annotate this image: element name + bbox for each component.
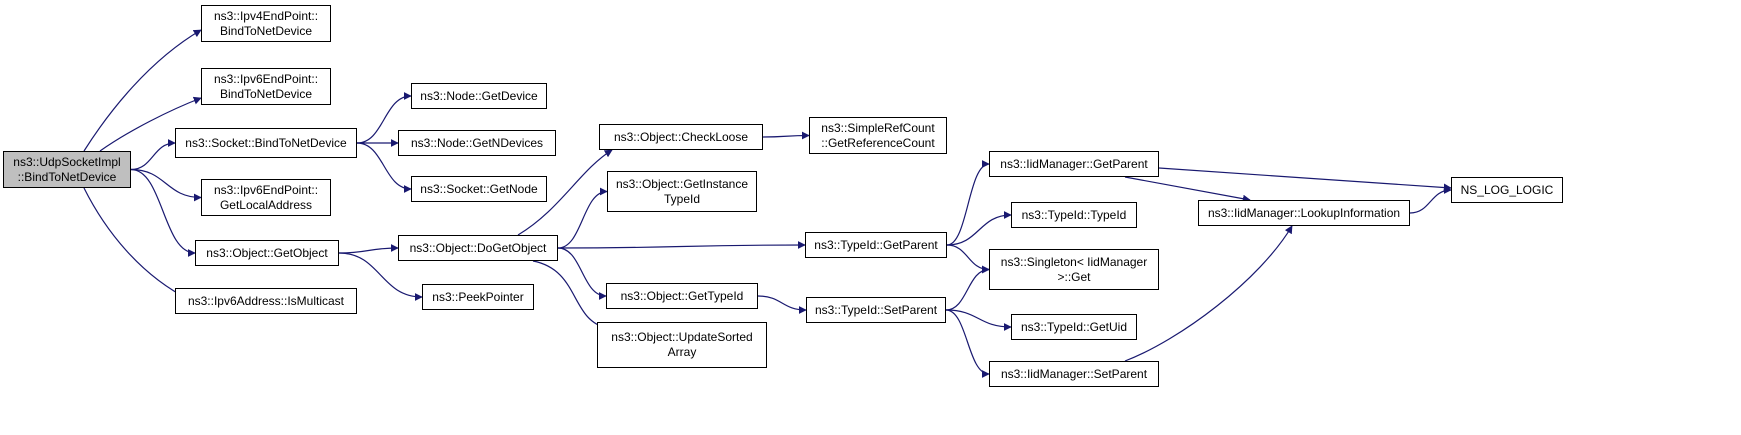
node-label-line: ns3::Singleton< IidManager (1000, 254, 1148, 269)
node-iid-setparent[interactable]: ns3::IidManager::SetParent (989, 361, 1159, 387)
node-label-line: Array (667, 345, 697, 359)
edge-object-dogetobject-to-typeid-getparent (557, 241, 806, 250)
node-ipv6ep-bind[interactable]: ns3::Ipv6EndPoint::BindToNetDevice (201, 68, 331, 105)
node-label-line: NS_LOG_LOGIC (1460, 182, 1554, 197)
node-udp: ns3::UdpSocketImpl::BindToNetDevice (3, 151, 131, 188)
node-label-line: ns3::Socket::BindToNetDevice (185, 135, 347, 150)
node-simplerefcount[interactable]: ns3::SimpleRefCount::GetReferenceCount (809, 117, 947, 154)
node-label-line: GetLocalAddress (219, 197, 313, 212)
edge-object-dogetobject-to-object-gettypeid (557, 247, 607, 300)
node-node-getdevice[interactable]: ns3::Node::GetDevice (411, 83, 547, 109)
edge-object-getobject-to-object-dogetobject (338, 244, 399, 254)
node-label-line: ns3::TypeId::GetUid (1020, 319, 1128, 334)
node-label-line: ns3::Object::CheckLoose (613, 129, 749, 144)
node-label-line: ns3::PeekPointer (432, 289, 524, 304)
node-label-line: ns3::IidManager::LookupInformation (1207, 205, 1401, 220)
edge-udp-to-socket-bind (130, 139, 176, 171)
node-label-line: BindToNetDevice (219, 86, 313, 101)
node-object-getobject[interactable]: ns3::Object::GetObject (195, 240, 339, 266)
edge-socket-bind-to-socket-getnode (356, 142, 412, 193)
node-label-line: ns3::UdpSocketImpl (13, 154, 121, 169)
node-object-dogetobject[interactable]: ns3::Object::DoGetObject (398, 235, 558, 261)
edge-typeid-getparent-to-singleton-get (946, 244, 990, 274)
node-ns-log-logic[interactable]: NS_LOG_LOGIC (1451, 177, 1563, 203)
node-socket-bind[interactable]: ns3::Socket::BindToNetDevice (175, 128, 357, 158)
node-label-line: ns3::Socket::GetNode (420, 181, 538, 196)
node-typeid-setparent[interactable]: ns3::TypeId::SetParent (806, 297, 946, 323)
node-object-checkloose[interactable]: ns3::Object::CheckLoose (599, 124, 763, 150)
edge-iid-getparent-to-ns-log-logic (1158, 167, 1452, 192)
edge-udp-to-ipv4ep-bind (83, 29, 202, 152)
edge-typeid-setparent-to-singleton-get (945, 265, 990, 311)
node-ipv6ep-local[interactable]: ns3::Ipv6EndPoint::GetLocalAddress (201, 179, 331, 216)
node-label-line: ns3::TypeId::TypeId (1021, 207, 1127, 222)
edge-iid-getparent-to-iid-lookup (1124, 176, 1251, 203)
edge-object-gettypeid-to-typeid-setparent (757, 295, 807, 314)
node-singleton-get[interactable]: ns3::Singleton< IidManager>::Get (989, 249, 1159, 290)
edge-socket-bind-to-node-getdevice (356, 92, 412, 144)
edge-object-getobject-to-peekpointer (338, 252, 423, 301)
node-ipv6addr-multicast[interactable]: ns3::Ipv6Address::IsMulticast (175, 288, 357, 314)
node-typeid-typeid[interactable]: ns3::TypeId::TypeId (1011, 202, 1137, 228)
node-label-line: BindToNetDevice (219, 23, 313, 38)
node-label-line: ns3::Ipv6EndPoint:: (213, 182, 319, 197)
node-typeid-getuid[interactable]: ns3::TypeId::GetUid (1011, 314, 1137, 340)
node-label-line: ns3::Object::GetTypeId (620, 288, 744, 303)
node-label-line: ns3::Ipv6EndPoint:: (213, 71, 319, 86)
node-label-line: ns3::Node::GetDevice (420, 88, 538, 103)
node-label-line: ns3::Object::GetObject (206, 245, 328, 260)
edge-object-dogetobject-to-object-checkloose (517, 149, 613, 236)
node-label-line: >::Get (1057, 269, 1091, 284)
node-label-line: ns3::Object::UpdateSorted (611, 330, 753, 344)
edge-udp-to-ipv6ep-bind (99, 96, 202, 152)
node-iid-lookup[interactable]: ns3::IidManager::LookupInformation (1198, 200, 1410, 226)
node-peekpointer[interactable]: ns3::PeekPointer (422, 284, 534, 310)
node-label-line: ::GetReferenceCount (821, 135, 935, 150)
edge-iid-lookup-to-ns-log-logic (1409, 186, 1452, 214)
node-node-getndevices[interactable]: ns3::Node::GetNDevices (398, 130, 556, 156)
edge-object-checkloose-to-simplerefcount (762, 131, 810, 140)
node-label-line: ns3::Node::GetNDevices (410, 135, 544, 150)
node-label-line: ns3::IidManager::SetParent (1000, 366, 1148, 381)
node-typeid-getparent[interactable]: ns3::TypeId::GetParent (805, 232, 947, 258)
node-label-line: ns3::Object::DoGetObject (409, 240, 547, 255)
node-iid-getparent[interactable]: ns3::IidManager::GetParent (989, 151, 1159, 177)
edge-object-dogetobject-to-object-updatesorted (532, 260, 608, 331)
node-object-gettypeid[interactable]: ns3::Object::GetTypeId (606, 283, 758, 309)
edge-iid-setparent-to-iid-lookup (1124, 225, 1293, 362)
edge-udp-to-ipv6addr-multicast (83, 187, 191, 301)
node-label-line: ns3::TypeId::SetParent (814, 302, 938, 317)
node-label-line: ns3::TypeId::GetParent (814, 237, 938, 252)
edge-typeid-setparent-to-iid-setparent (945, 309, 990, 378)
node-ipv4ep-bind[interactable]: ns3::Ipv4EndPoint::BindToNetDevice (201, 5, 331, 42)
edge-typeid-getparent-to-iid-getparent (946, 160, 990, 246)
edge-object-dogetobject-to-object-getinstancetypeid (557, 187, 608, 249)
edge-udp-to-ipv6ep-local (130, 168, 202, 202)
node-label-line: ns3::SimpleRefCount (821, 120, 935, 135)
node-label-line: TypeId (663, 191, 701, 206)
edge-udp-to-object-getobject (130, 168, 196, 257)
edge-typeid-getparent-to-typeid-typeid (946, 211, 1012, 246)
node-label-line: ns3::IidManager::GetParent (1000, 156, 1148, 171)
node-socket-getnode[interactable]: ns3::Socket::GetNode (411, 176, 547, 202)
node-label-line: ns3::Object::GetInstance (615, 176, 749, 191)
edge-typeid-setparent-to-typeid-getuid (945, 309, 1012, 331)
node-label-line: ::BindToNetDevice (17, 169, 117, 184)
node-label-line: ns3::Ipv6Address::IsMulticast (187, 293, 345, 308)
node-label-line: ns3::Ipv4EndPoint:: (213, 8, 319, 23)
